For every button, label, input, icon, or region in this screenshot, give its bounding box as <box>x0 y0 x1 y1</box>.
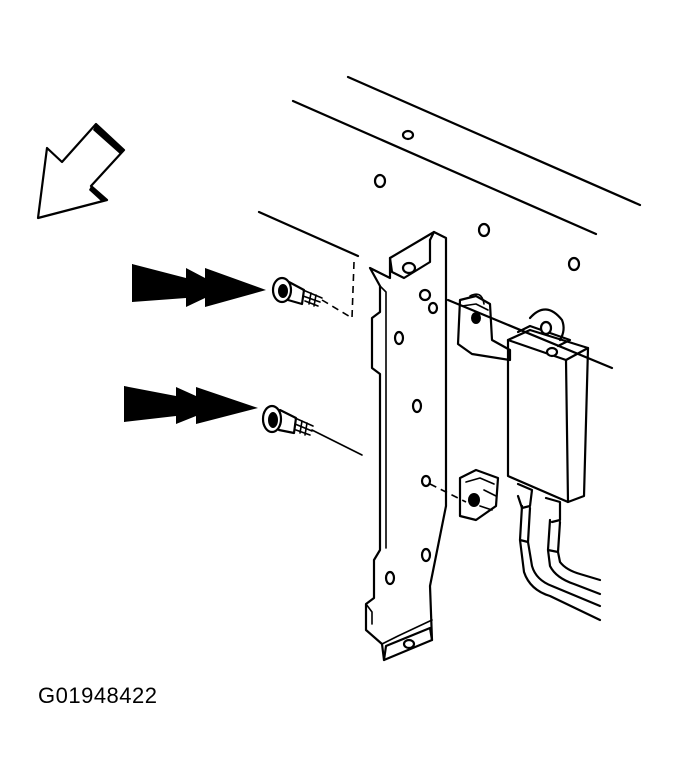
figure-id-label: G01948422 <box>38 683 158 708</box>
bold-double-arrow-icon <box>124 386 258 424</box>
bracket-hole <box>420 547 432 563</box>
bracket-hole <box>384 570 396 586</box>
panel-hole <box>401 129 415 141</box>
panel-hole <box>567 256 581 272</box>
bracket-hole <box>411 398 423 414</box>
bracket-hole <box>402 638 416 650</box>
lower-bolt <box>261 404 363 456</box>
bracket-hole <box>420 474 432 488</box>
upper-bolt <box>271 261 355 320</box>
bold-double-arrow-icon <box>132 264 266 307</box>
bracket-hole <box>427 301 439 315</box>
module <box>456 293 590 522</box>
bracket-hole <box>393 330 405 346</box>
front-direction-arrow-icon <box>36 122 126 220</box>
bracket-hole <box>418 288 432 302</box>
panel-hole <box>373 173 387 189</box>
panel-hole <box>477 222 491 238</box>
wiring-harness <box>516 482 602 622</box>
bracket-hole <box>401 261 417 275</box>
body-panel <box>257 75 642 370</box>
mounting-bracket <box>364 230 467 662</box>
